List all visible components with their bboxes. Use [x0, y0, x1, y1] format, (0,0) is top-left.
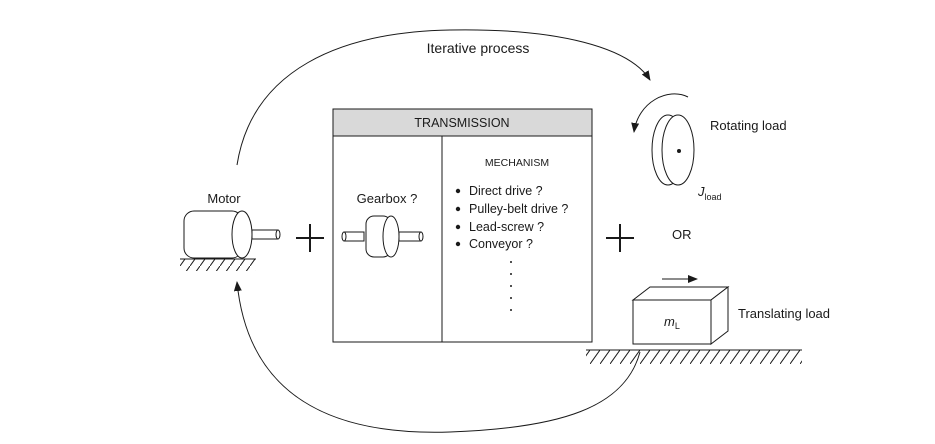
- translating-load-block: [631, 285, 730, 346]
- mechanism-options: Direct drive ? Pulley-belt drive ? Lead-…: [455, 184, 568, 251]
- mass-label: mL: [664, 314, 680, 331]
- bullet-conveyor: [455, 241, 461, 247]
- rotating-load-icon: [651, 114, 695, 186]
- motor-icon: [180, 210, 281, 260]
- iterative-process-label: Iterative process: [427, 40, 530, 56]
- plus-sign-1: [296, 224, 324, 252]
- inertia-label: Jload: [697, 184, 722, 202]
- mechanism-title: MECHANISM: [485, 157, 549, 169]
- ground-hatch: [586, 350, 802, 364]
- motor-label: Motor: [207, 191, 241, 206]
- motor-base-hatch: [180, 259, 256, 271]
- bullet-pulley-belt-drive: [455, 206, 461, 212]
- rotation-direction-arrow: [631, 93, 689, 133]
- iterative-process-arrow-bottom: [233, 281, 641, 433]
- rotating-load-label: Rotating load: [710, 118, 787, 133]
- bullet-lead-screw: [455, 224, 461, 230]
- option-direct-drive: Direct drive ?: [469, 184, 543, 198]
- transmission-header: [332, 108, 593, 137]
- mass-symbol: m: [664, 314, 675, 329]
- or-label: OR: [672, 227, 692, 242]
- option-pulley-belt-drive: Pulley-belt drive ?: [469, 202, 568, 216]
- transmission-title: TRANSMISSION: [414, 116, 509, 130]
- ellipsis-dots: [510, 261, 512, 311]
- plus-sign-2: [606, 224, 634, 252]
- gearbox-icon: [341, 215, 424, 258]
- bullet-direct-drive: [455, 188, 461, 194]
- option-lead-screw: Lead-screw ?: [469, 220, 544, 234]
- gearbox-label: Gearbox ?: [357, 191, 418, 206]
- iterative-process-arrow-top: [236, 29, 651, 166]
- inertia-subscript: load: [705, 192, 722, 202]
- option-conveyor: Conveyor ?: [469, 237, 533, 251]
- inertia-symbol: J: [697, 184, 705, 199]
- mass-subscript: L: [675, 321, 680, 331]
- translating-load-label: Translating load: [738, 306, 830, 321]
